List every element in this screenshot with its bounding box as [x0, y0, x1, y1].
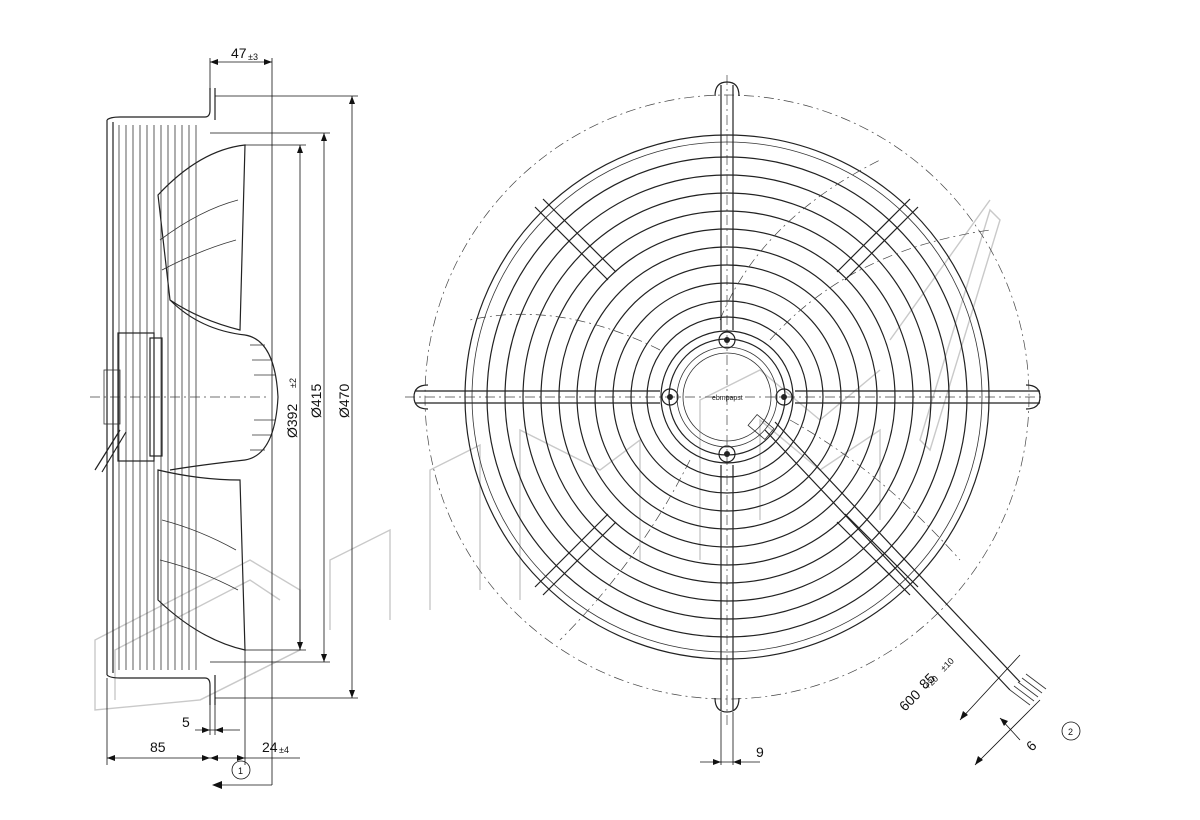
dim-470-label: Ø470: [336, 384, 352, 418]
guard-spokes: [413, 81, 1041, 713]
side-dimensions: 47 ±3 Ø392 ±2 Ø415 Ø470 5: [106, 45, 358, 789]
dim-392-tol: ±2: [288, 378, 298, 388]
watermark: [94, 199, 1001, 711]
side-view: [90, 88, 279, 705]
mount-hole-left: [661, 388, 679, 406]
dim-5-label: 5: [182, 714, 190, 730]
mount-hole-right: [775, 388, 793, 406]
fan-blades-side: [157, 144, 246, 651]
dim-6-label: 6: [1023, 737, 1040, 754]
front-view: ebmpapst: [405, 75, 1047, 725]
dim-415-label: Ø415: [308, 384, 324, 418]
hidden-blades: [469, 159, 991, 641]
callout-1-circle: [231, 760, 251, 780]
guard-rings: [464, 134, 990, 660]
dim-24-tol: ±4: [279, 745, 289, 755]
dim-600-label: 600: [896, 686, 924, 714]
dim-392-label: Ø392: [284, 404, 300, 438]
dim-47-label: 47: [231, 45, 247, 61]
dim-9-label: 9: [756, 744, 764, 760]
airflow-arrow-icon: [212, 781, 222, 789]
mount-hole-top: [718, 331, 736, 349]
dim-85-label: 85: [150, 739, 166, 755]
guard-side-profile: [106, 88, 216, 705]
callout-2-circle: [1061, 721, 1081, 741]
mount-hole-bottom: [718, 445, 736, 463]
callout-2-label: 2: [1068, 727, 1073, 737]
front-dimensions: 9 85 ±10 600 +20 6 2: [700, 654, 1081, 766]
cable: [764, 421, 1047, 706]
dim-85-cable-tol: ±10: [938, 656, 956, 674]
motor-hub-front: ebmpapst: [660, 330, 794, 464]
dim-24-label: 24: [262, 739, 278, 755]
brand-label: ebmpapst: [712, 395, 743, 402]
motor-hub-side: [94, 332, 279, 473]
callout-1-label: 1: [238, 766, 243, 776]
dim-47-tol: ±3: [248, 52, 258, 62]
